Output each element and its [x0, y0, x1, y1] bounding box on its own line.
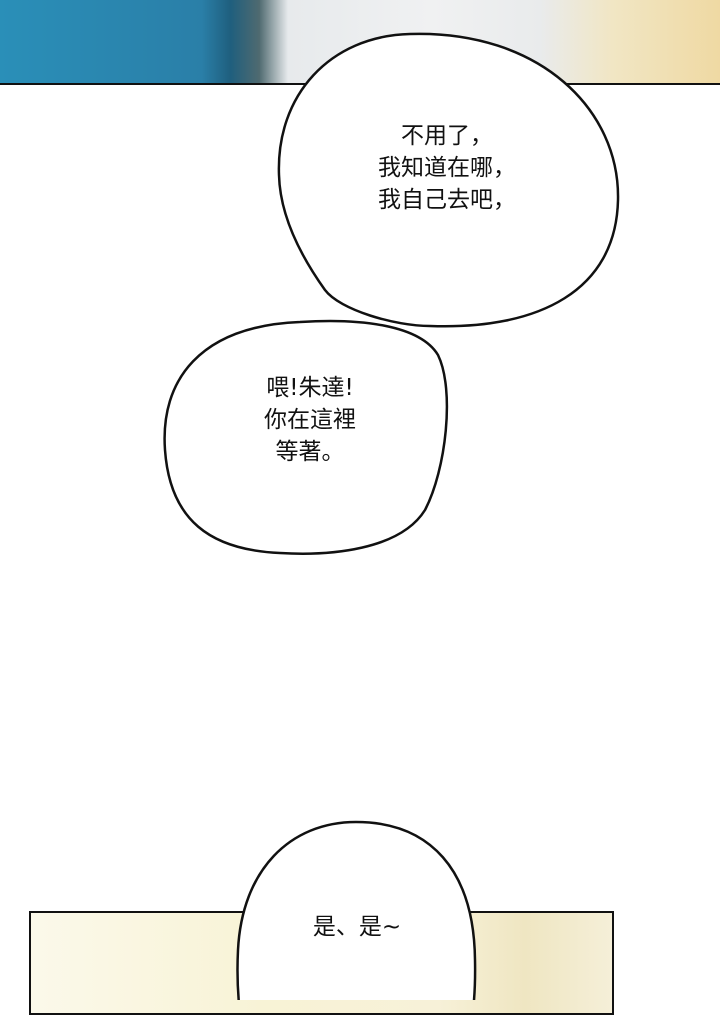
text-line: 等著。	[275, 439, 345, 465]
bubble-text-middle: 喂!朱達! 你在這裡 等著。	[264, 372, 356, 468]
text-line: 是、是~	[312, 914, 402, 940]
speech-bubble-top	[277, 32, 620, 328]
text-line: 你在這裡	[264, 407, 356, 433]
speech-bubble-middle	[163, 319, 449, 555]
bubble-text-bottom: 是、是~	[313, 911, 401, 943]
text-line: 喂!朱達!	[266, 375, 354, 401]
text-line: 我知道在哪，	[378, 155, 516, 181]
bubble-text-top: 不用了， 我知道在哪， 我自己去吧，	[378, 120, 516, 216]
speech-bubble-bottom	[236, 820, 477, 1000]
text-line: 我自己去吧，	[378, 187, 516, 213]
text-line: 不用了，	[401, 123, 493, 149]
